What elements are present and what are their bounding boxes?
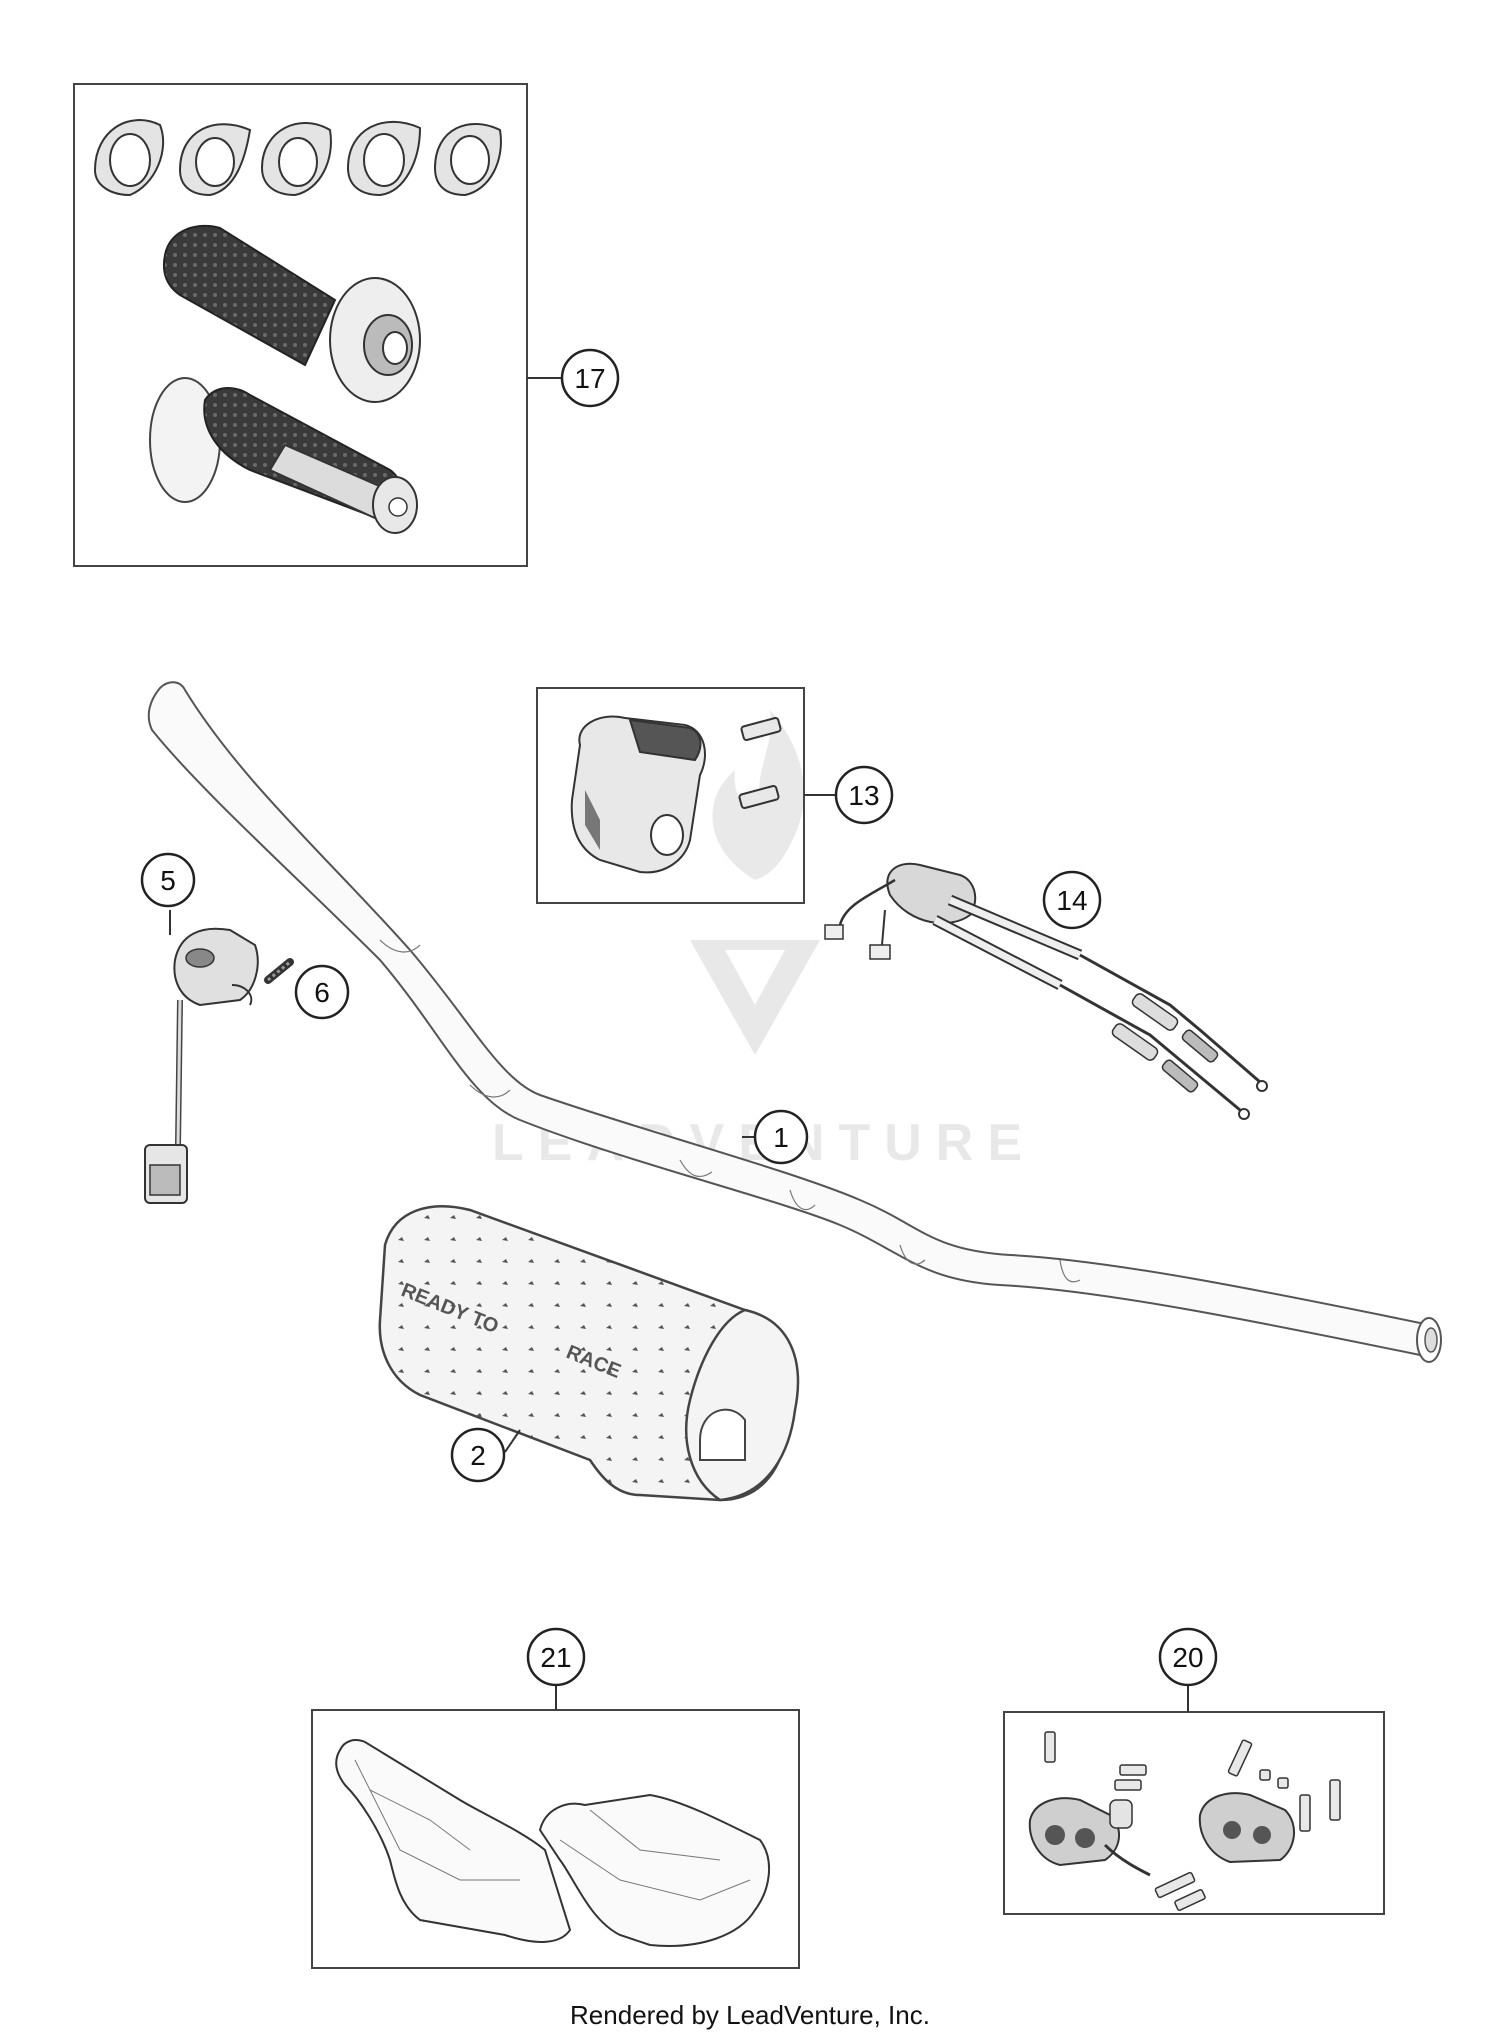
left-grip xyxy=(149,377,418,534)
callout-21-circle xyxy=(526,1627,586,1687)
callout-6-label: 6 xyxy=(314,977,330,1008)
callout-13-label: 13 xyxy=(848,780,879,811)
part-13-throttle-housing: 13 xyxy=(536,687,894,904)
callout-14-label: 14 xyxy=(1056,885,1087,916)
callout-17-label: 17 xyxy=(574,363,605,394)
callout-20-circle xyxy=(1158,1627,1218,1687)
callout-1-label: 1 xyxy=(773,1122,789,1153)
part-14-throttle-cables: 14 xyxy=(824,862,1268,1120)
callout-5-label: 5 xyxy=(160,865,176,896)
part-21-hand-guards: 21 xyxy=(311,1627,800,1969)
callout-17-circle xyxy=(560,348,620,408)
part-17-box xyxy=(73,83,528,567)
callout-6-circle xyxy=(294,964,350,1020)
part-1-handlebar: 1 xyxy=(147,681,1442,1363)
part-20-mounting-kit: 20 xyxy=(1003,1627,1385,1915)
render-credit: Rendered by LeadVenture, Inc. xyxy=(570,2000,930,2030)
callout-2-circle xyxy=(450,1427,506,1483)
part-2-handlebar-pad: READY TO RACE 2 xyxy=(378,1205,800,1502)
callout-1-circle xyxy=(753,1109,809,1165)
throttle-cams xyxy=(93,119,502,197)
housing-screws xyxy=(738,716,782,810)
part-17-grip-kit: 17 xyxy=(73,83,620,567)
leadventure-watermark: LEADVENTURE xyxy=(492,710,1022,1172)
callout-14-circle xyxy=(1042,870,1102,930)
callout-2-label: 2 xyxy=(470,1440,486,1471)
throttle-grip xyxy=(162,224,421,403)
callout-20-label: 20 xyxy=(1172,1642,1203,1673)
callout-13-circle xyxy=(834,765,894,825)
callout-21-label: 21 xyxy=(540,1642,571,1673)
part-5-switch: 5 xyxy=(140,852,259,1204)
callout-5-circle xyxy=(140,852,196,908)
part-6-screw: 6 xyxy=(264,958,350,1020)
part-20-box xyxy=(1003,1711,1385,1915)
